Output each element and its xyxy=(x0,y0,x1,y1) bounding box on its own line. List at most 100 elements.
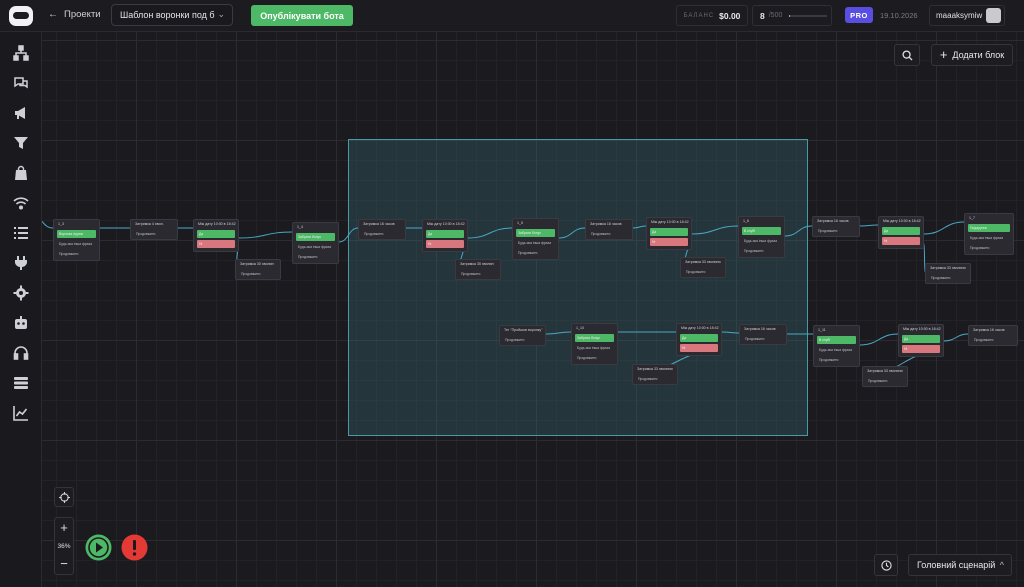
sitemap-icon[interactable] xyxy=(13,45,29,61)
node-option[interactable]: Продовжити xyxy=(505,338,525,342)
flow-node-tag[interactable]: Тег "Пройшов воронку"Продовжити xyxy=(499,325,546,346)
bag-icon[interactable] xyxy=(13,165,29,181)
funnel-icon[interactable] xyxy=(13,135,29,151)
node-option[interactable]: Продовжити xyxy=(298,255,318,259)
node-option[interactable]: Да xyxy=(650,228,688,236)
node-option[interactable]: Продовжити xyxy=(518,251,538,255)
node-option[interactable]: Будь-яка інша фраза xyxy=(744,239,777,243)
wifi-icon[interactable] xyxy=(13,195,29,211)
play-icon[interactable] xyxy=(85,534,112,561)
node-option[interactable]: В клубі xyxy=(742,227,781,235)
node-option[interactable]: Ні xyxy=(650,238,688,246)
checklist-icon[interactable] xyxy=(13,225,29,241)
publish-bot-button[interactable]: Опублікувати бота xyxy=(251,5,353,26)
funnel-select[interactable]: Шаблон воронки под б ⌄ xyxy=(111,4,233,26)
node-option[interactable]: Продовжити xyxy=(931,276,951,280)
back-to-projects-link[interactable]: ← Проекти xyxy=(48,9,101,20)
node-option[interactable]: Будь-яка інша фраза xyxy=(577,346,610,350)
balance-display[interactable]: БАЛАНС $0.00 xyxy=(676,5,748,26)
flow-node-delay[interactable]: Затримка 4 хвил.Продовжити xyxy=(130,219,178,240)
robot-icon[interactable] xyxy=(13,315,29,331)
node-option[interactable]: Будь-яка інша фраза xyxy=(518,241,551,245)
node-option[interactable]: Будь-яка інша фраза xyxy=(819,348,852,352)
node-option[interactable]: Продовжити xyxy=(744,249,764,253)
zoom-in-button[interactable]: + xyxy=(60,520,68,535)
node-option[interactable]: Продовжити xyxy=(970,246,990,250)
logo-icon[interactable] xyxy=(8,5,34,27)
node-option[interactable]: Продовжити xyxy=(818,229,838,233)
user-menu[interactable]: maaaksymiw xyxy=(929,5,1005,26)
node-option[interactable]: Забрати бонус xyxy=(516,229,555,237)
add-block-button[interactable]: + Додати блок xyxy=(931,44,1013,66)
pro-badge[interactable]: PRO xyxy=(845,7,873,23)
node-option[interactable]: Ні xyxy=(680,344,718,352)
node-option[interactable]: Продовжити xyxy=(638,377,658,381)
node-option[interactable]: Продовжити xyxy=(591,232,611,236)
node-option[interactable]: Ні xyxy=(882,237,920,245)
node-option[interactable]: Продовжити xyxy=(745,337,765,341)
node-option[interactable]: Забрати бонус xyxy=(575,334,614,342)
analytics-icon[interactable] xyxy=(13,405,29,421)
node-option[interactable]: Продовжити xyxy=(136,232,156,236)
node-option[interactable]: Да xyxy=(197,230,235,238)
megaphone-icon[interactable] xyxy=(13,105,29,121)
node-option[interactable]: Продовжити xyxy=(59,252,79,256)
scenario-select[interactable]: Головний сценарій ^ xyxy=(908,554,1012,576)
center-view-button[interactable] xyxy=(54,487,74,507)
canvas-search-button[interactable] xyxy=(894,44,920,66)
node-option[interactable]: Продовжити xyxy=(686,270,706,274)
node-option[interactable]: Да xyxy=(882,227,920,235)
node-option[interactable]: В клубі xyxy=(817,336,856,344)
node-option[interactable]: Воронка підпис xyxy=(57,230,96,238)
node-option[interactable]: Да xyxy=(426,230,464,238)
node-option[interactable]: Продовжити xyxy=(974,338,994,342)
subscriber-limit-display[interactable]: 8 /500 xyxy=(752,5,832,26)
node-option[interactable]: Забрати бонус xyxy=(296,233,335,241)
node-option[interactable]: Ні xyxy=(426,240,464,248)
node-option[interactable]: Продовжити xyxy=(364,232,384,236)
node-option[interactable]: Да xyxy=(680,334,718,342)
chat-icon[interactable] xyxy=(13,75,29,91)
zoom-out-button[interactable]: − xyxy=(60,556,68,571)
node-option[interactable]: Продовжити xyxy=(819,358,839,362)
node-option[interactable]: Продовжити xyxy=(577,356,597,360)
gear-icon[interactable] xyxy=(13,285,29,301)
node-option[interactable]: Продовжити xyxy=(461,272,481,276)
node-option[interactable]: Будь-яка інша фраза xyxy=(970,236,1003,240)
node-option[interactable]: Подарунок xyxy=(968,224,1010,232)
headset-icon[interactable] xyxy=(13,345,29,361)
history-button[interactable] xyxy=(874,554,898,576)
node-option[interactable]: Продовжити xyxy=(868,379,888,383)
database-icon[interactable] xyxy=(13,375,29,391)
node-option[interactable]: Да xyxy=(902,335,940,343)
node-option[interactable]: Ні xyxy=(902,345,940,353)
node-option[interactable]: Продовжити xyxy=(241,272,261,276)
node-option[interactable]: Ні xyxy=(197,240,235,248)
alert-icon[interactable] xyxy=(121,534,148,561)
